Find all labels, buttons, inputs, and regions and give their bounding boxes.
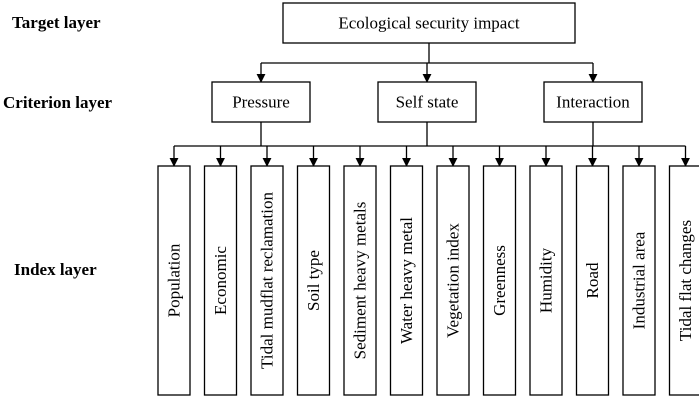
target-layer-label: Target layer [12,13,101,32]
index-box-economic-label: Economic [211,246,230,315]
index-box-population-label: Population [165,243,184,317]
index-box-economic-frame [203,165,238,396]
index-box-industrial-area: Industrial area [622,165,656,396]
index-box-industrial-area-frame [622,165,656,396]
index-box-tidal-flat-changes: Tidal flat changes [668,165,699,396]
index-box-water-heavy-metal-label: Water heavy metal [397,217,416,344]
index-box-greenness-label: Greenness [490,245,509,316]
index-box-greenness: Greenness [482,165,517,396]
target-box: Ecological security impact [282,2,576,44]
index-box-tidal-mudflat-reclamation: Tidal mudflat reclamation [250,165,284,396]
index-box-water-heavy-metal-frame [389,165,424,396]
criterion-box-self-state-frame [377,81,477,123]
index-box-soil-type-frame [296,165,331,396]
criterion-box-interaction-label: Interaction [556,93,630,112]
index-box-soil-type: Soil type [296,165,331,396]
index-box-economic: Economic [203,165,238,396]
index-box-humidity-label: Humidity [537,247,556,313]
index-box-road: Road [575,165,610,396]
index-box-sediment-heavy-metals-frame [343,165,377,396]
index-box-vegetation-index-label: Vegetation index [444,223,463,338]
criterion-box-pressure-label: Pressure [232,93,290,112]
target-box-frame [282,2,576,44]
index-box-greenness-frame [482,165,517,396]
index-layer-label: Index layer [14,260,97,279]
index-box-road-label: Road [583,262,602,298]
index-box-water-heavy-metal: Water heavy metal [389,165,424,396]
index-box-population-frame [157,165,191,396]
criterion-box-interaction-frame [543,81,643,123]
index-box-industrial-area-label: Industrial area [630,231,649,329]
criterion-box-self-state: Self state [377,81,477,123]
index-box-sediment-heavy-metals-label: Sediment heavy metals [351,202,370,360]
target-box-label: Ecological security impact [338,14,520,33]
index-box-humidity: Humidity [529,165,563,396]
criterion-box-pressure-frame [211,81,311,123]
index-box-humidity-frame [529,165,563,396]
criterion-box-self-state-label: Self state [396,93,459,112]
index-box-population: Population [157,165,191,396]
index-box-tidal-flat-changes-frame [668,165,699,396]
index-box-tidal-flat-changes-label: Tidal flat changes [676,220,695,341]
index-box-sediment-heavy-metals: Sediment heavy metals [343,165,377,396]
index-box-tidal-mudflat-reclamation-label: Tidal mudflat reclamation [258,192,277,369]
criterion-layer-label: Criterion layer [3,93,113,112]
criterion-box-pressure: Pressure [211,81,311,123]
index-box-vegetation-index-frame [436,165,470,396]
index-box-vegetation-index: Vegetation index [436,165,470,396]
index-box-soil-type-label: Soil type [304,250,323,311]
index-box-road-frame [575,165,610,396]
index-box-tidal-mudflat-reclamation-frame [250,165,284,396]
criterion-box-interaction: Interaction [543,81,643,123]
